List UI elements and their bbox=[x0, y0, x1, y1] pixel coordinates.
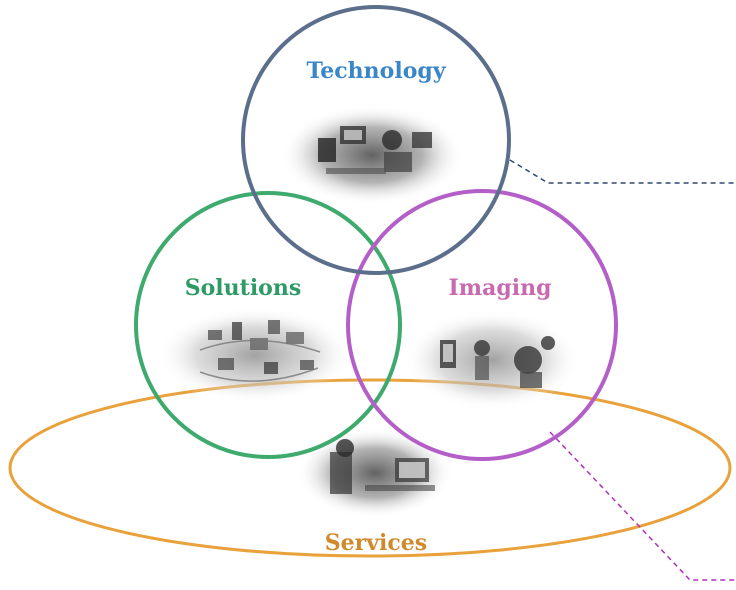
solutions-circle bbox=[134, 191, 402, 459]
services-photo bbox=[297, 428, 453, 518]
imaging-connector bbox=[549, 431, 736, 581]
imaging-photo bbox=[404, 310, 580, 410]
technology-circle bbox=[241, 5, 511, 275]
technology-connector bbox=[509, 159, 736, 184]
technology-label: Technology bbox=[306, 58, 446, 84]
imaging-circle bbox=[346, 189, 618, 461]
solutions-label: Solutions bbox=[185, 275, 302, 301]
services-ellipse bbox=[8, 378, 732, 558]
services-label: Services bbox=[325, 530, 427, 556]
solutions-photo bbox=[157, 307, 353, 403]
imaging-label: Imaging bbox=[449, 275, 552, 301]
technology-photo bbox=[280, 105, 464, 205]
